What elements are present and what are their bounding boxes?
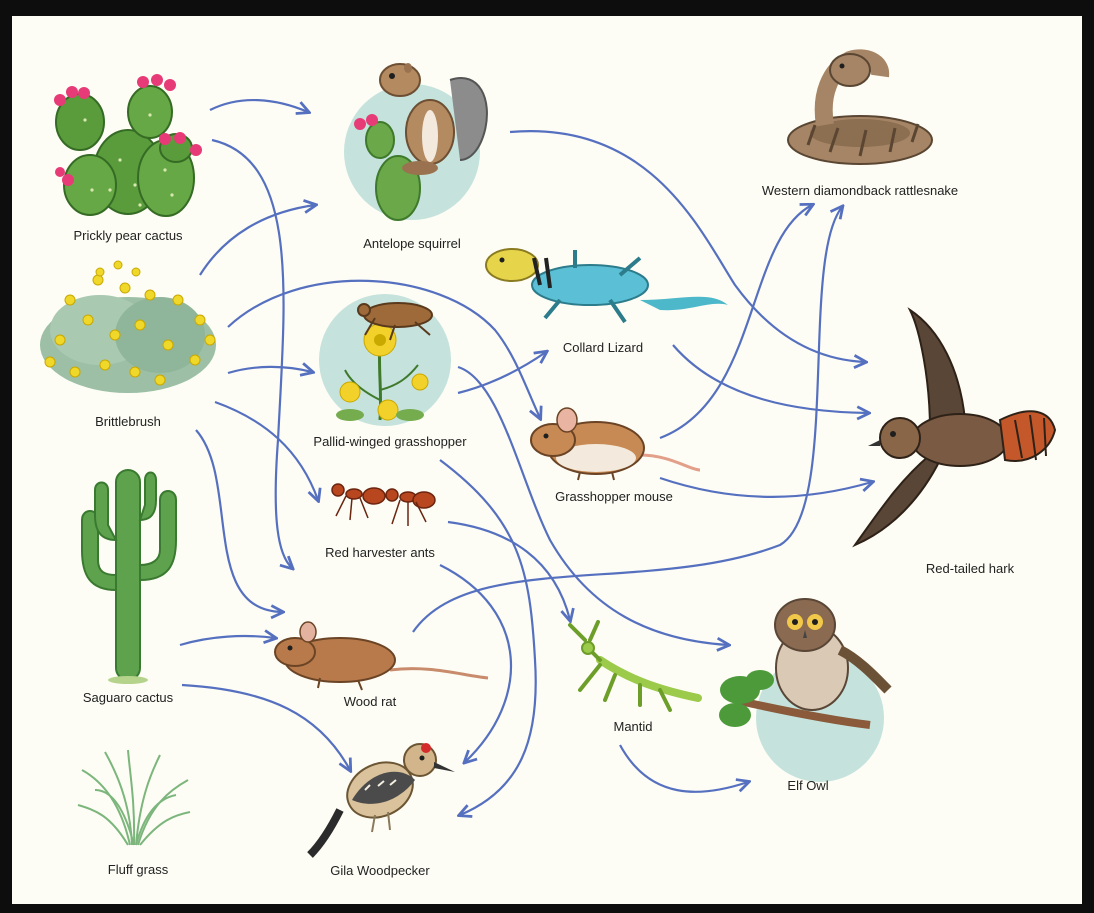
arrow-squirrel-hawk (509, 129, 865, 362)
gila-woodpecker-illustration (307, 743, 455, 858)
arrow-brittlebrush-grasshopper (227, 367, 312, 373)
arrow-pricklypear-ants (211, 138, 292, 568)
label-fluff-grass: Fluff grass (107, 862, 169, 877)
label-elf-owl: Elf Owl (787, 778, 829, 793)
label-western-diamondback-rattlesnake: Western diamondback rattlesnake (761, 183, 959, 198)
label-brittlebrush: Brittlebrush (95, 414, 161, 429)
feeding-arrows (179, 98, 872, 815)
arrow-mouse-rattlesnake (659, 205, 812, 440)
red-harvester-ants-illustration (331, 483, 436, 526)
arrow-brittlebrush-ants (214, 400, 318, 500)
label-wood-rat: Wood rat (343, 694, 397, 709)
saguaro-cactus-illustration (81, 469, 177, 684)
brittlebrush-illustration (40, 260, 216, 393)
arrow-ants-mantid (447, 520, 570, 620)
label-mantid: Mantid (613, 719, 653, 734)
collard-lizard-illustration (485, 248, 728, 324)
label-pallid-winged-grasshopper: Pallid-winged grasshopper (313, 434, 467, 449)
prickly-pear-cactus-illustration (54, 74, 202, 217)
arrow-brittlebrush-squirrel (199, 205, 315, 276)
label-red-tailed-hark: Red-tailed hark (925, 561, 1015, 576)
arrow-ants-woodpecker (439, 564, 513, 762)
arrow-grasshopper-woodpecker (439, 459, 537, 815)
arrow-pricklypear-squirrel (209, 98, 308, 112)
label-collard-lizard: Collard Lizard (562, 340, 644, 355)
arrow-saguaro-woodpecker (181, 683, 350, 770)
label-saguaro-cactus: Saguaro cactus (82, 690, 174, 705)
red-tailed-hark-illustration (852, 307, 1057, 548)
pallid-winged-grasshopper-illustration (319, 294, 451, 426)
label-red-harvester-ants: Red harvester ants (325, 545, 435, 560)
arrow-grasshopper-owl (457, 365, 728, 645)
arrow-grasshopper-lizard (457, 352, 546, 395)
arrow-woodrat-rattlesnake (412, 207, 842, 633)
arrow-brittlebrush-woodrat (195, 429, 282, 612)
antelope-squirrel-illustration (344, 63, 488, 221)
western-diamondback-rattlesnake-illustration (787, 49, 933, 165)
arrow-mouse-hawk (659, 476, 872, 498)
arrow-mantid-owl (619, 744, 748, 793)
elf-owl-illustration (719, 598, 892, 782)
arrow-saguaro-woodrat (179, 636, 275, 647)
label-prickly-pear-cactus: Prickly pear cactus (73, 228, 183, 243)
arrow-lizard-hawk (672, 344, 868, 413)
label-gila-woodpecker: Gila Woodpecker (330, 863, 430, 878)
label-grasshopper-mouse: Grasshopper mouse (555, 489, 673, 504)
wood-rat-illustration (274, 621, 489, 691)
mantid-illustration (568, 620, 702, 712)
fluff-grass-illustration (77, 749, 191, 846)
grasshopper-mouse-illustration (530, 407, 701, 481)
label-antelope-squirrel: Antelope squirrel (363, 236, 461, 251)
arrow-brittlebrush-mouse (227, 279, 540, 418)
